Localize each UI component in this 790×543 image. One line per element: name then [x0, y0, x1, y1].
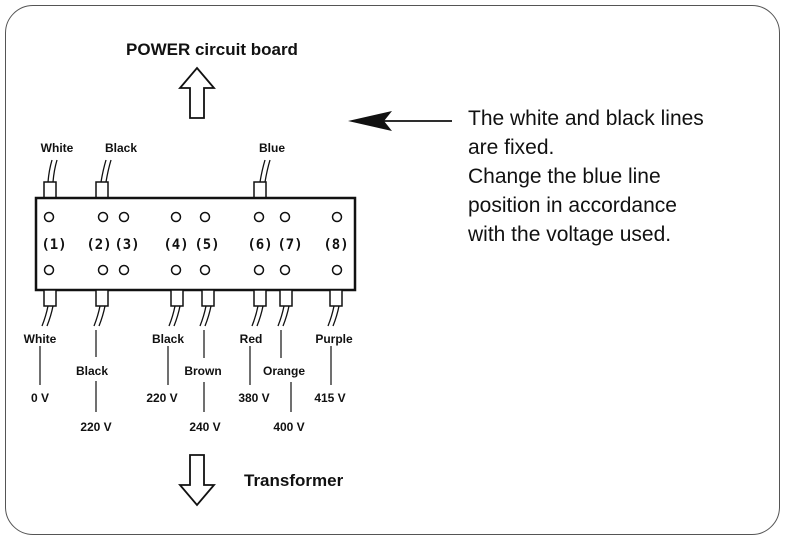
voltage-label-220-1: 220 V: [80, 420, 111, 434]
note-line: Change the blue line: [468, 165, 661, 188]
top-lugs: [43, 181, 267, 199]
note-line: with the voltage used.: [468, 223, 672, 246]
top-screws: [43, 211, 343, 223]
left-arrow-icon: [348, 111, 392, 131]
terminal-7: (7): [277, 237, 302, 253]
bottom-wires: [41, 305, 340, 327]
terminal-2: (2): [86, 237, 111, 253]
terminal-3: (3): [114, 237, 139, 253]
diagram-frame: [5, 5, 780, 535]
bottom-screws: [43, 264, 343, 276]
terminal-block: [34, 196, 357, 292]
top-wires: [47, 159, 271, 183]
voltage-label-400: 400 V: [273, 420, 304, 434]
voltage-label-380: 380 V: [238, 391, 269, 405]
note-line: position in accordance: [468, 194, 677, 217]
wire-label-brown: Brown: [184, 364, 221, 378]
terminal-4: (4): [163, 237, 188, 253]
leader-lines: [39, 330, 332, 412]
wire-label-black-1: Black: [76, 364, 108, 378]
terminal-8: (8): [323, 237, 348, 253]
power-board-title: POWER circuit board: [126, 40, 298, 59]
voltage-label-415: 415 V: [314, 391, 345, 405]
note-line: The white and black lines: [468, 107, 704, 130]
top-wire-label-white: White: [41, 141, 74, 155]
bottom-lugs: [43, 289, 343, 307]
top-wire-label-blue: Blue: [259, 141, 285, 155]
up-arrow-icon: [178, 66, 216, 119]
down-arrow-icon: [178, 454, 216, 507]
voltage-label-240: 240 V: [189, 420, 220, 434]
wire-label-orange: Orange: [263, 364, 305, 378]
terminal-5: (5): [194, 237, 219, 253]
terminal-6: (6): [247, 237, 272, 253]
transformer-title: Transformer: [244, 471, 344, 490]
voltage-label-0: 0 V: [31, 391, 49, 405]
top-wire-label-black: Black: [105, 141, 137, 155]
instruction-note: The white and black lines are fixed. Cha…: [468, 104, 704, 249]
terminal-1: (1): [41, 237, 66, 253]
note-line: are fixed.: [468, 136, 555, 159]
wire-label-black-2: Black: [152, 332, 184, 346]
voltage-label-220-2: 220 V: [146, 391, 177, 405]
wire-label-purple: Purple: [315, 332, 353, 346]
wire-label-white: White: [24, 332, 57, 346]
wire-label-red: Red: [240, 332, 263, 346]
